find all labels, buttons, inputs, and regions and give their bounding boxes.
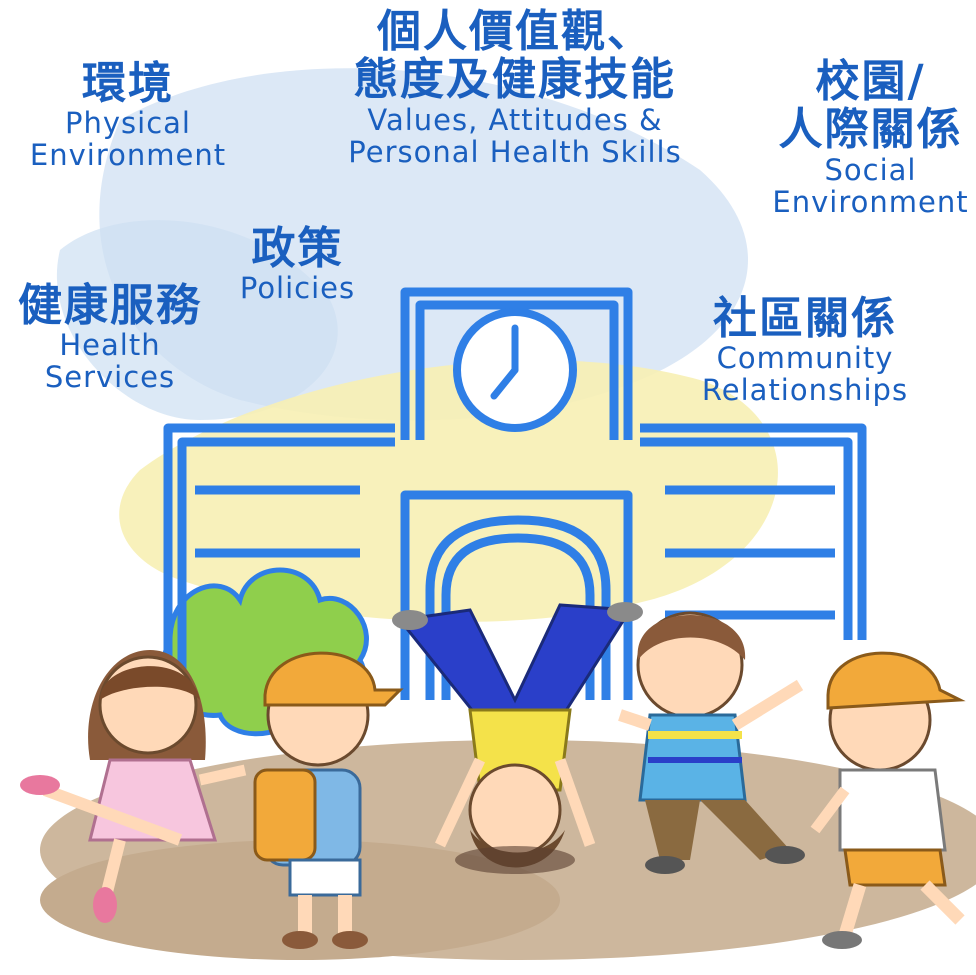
- boy-waving: [618, 611, 805, 874]
- physical-en-line1: Physical: [65, 106, 191, 141]
- girl-dancing: [20, 650, 247, 923]
- school-building-icon: [163, 287, 867, 740]
- boy-with-backpack: [253, 651, 404, 949]
- blue-wash-2: [56, 220, 338, 420]
- clock-icon: [453, 308, 577, 432]
- health-label-group: 健康服務 Health Services: [10, 280, 210, 395]
- social-en-line1: Social: [824, 152, 917, 187]
- boy-handstand: [392, 602, 643, 874]
- community-en-line1: Community: [716, 341, 894, 376]
- physical-en-line2: Environment: [29, 138, 227, 173]
- community-zh: 社區關係: [713, 293, 897, 344]
- health-en-line2: Services: [44, 360, 176, 395]
- health-en-line1: Health: [59, 328, 161, 363]
- community-label-group: 社區關係 Community Relationships: [690, 293, 920, 408]
- values-label-group: 個人價值觀、 態度及健康技能 Values, Attitudes & Perso…: [320, 6, 710, 169]
- social-zh-line2: 人際關係: [778, 104, 963, 156]
- physical-label-group: 環境 Physical Environment: [28, 58, 228, 173]
- policies-zh: 政策: [251, 223, 344, 274]
- health-zh: 健康服務: [18, 280, 202, 331]
- policies-en: Policies: [239, 271, 356, 306]
- values-zh-line2: 態度及健康技能: [354, 54, 676, 106]
- values-en-line1: Values, Attitudes &: [367, 102, 663, 137]
- community-en-line2: Relationships: [701, 373, 909, 408]
- policies-label-group: 政策 Policies: [225, 223, 370, 306]
- boy-running: [810, 651, 966, 949]
- social-label-group: 校園/ 人際關係 Social Environment: [768, 56, 973, 219]
- values-zh-line1: 個人價值觀、: [377, 6, 653, 57]
- values-en-line2: Personal Health Skills: [348, 134, 682, 169]
- social-zh-line1: 校園/: [815, 56, 926, 107]
- social-en-line2: Environment: [772, 184, 969, 219]
- physical-zh: 環境: [82, 58, 174, 109]
